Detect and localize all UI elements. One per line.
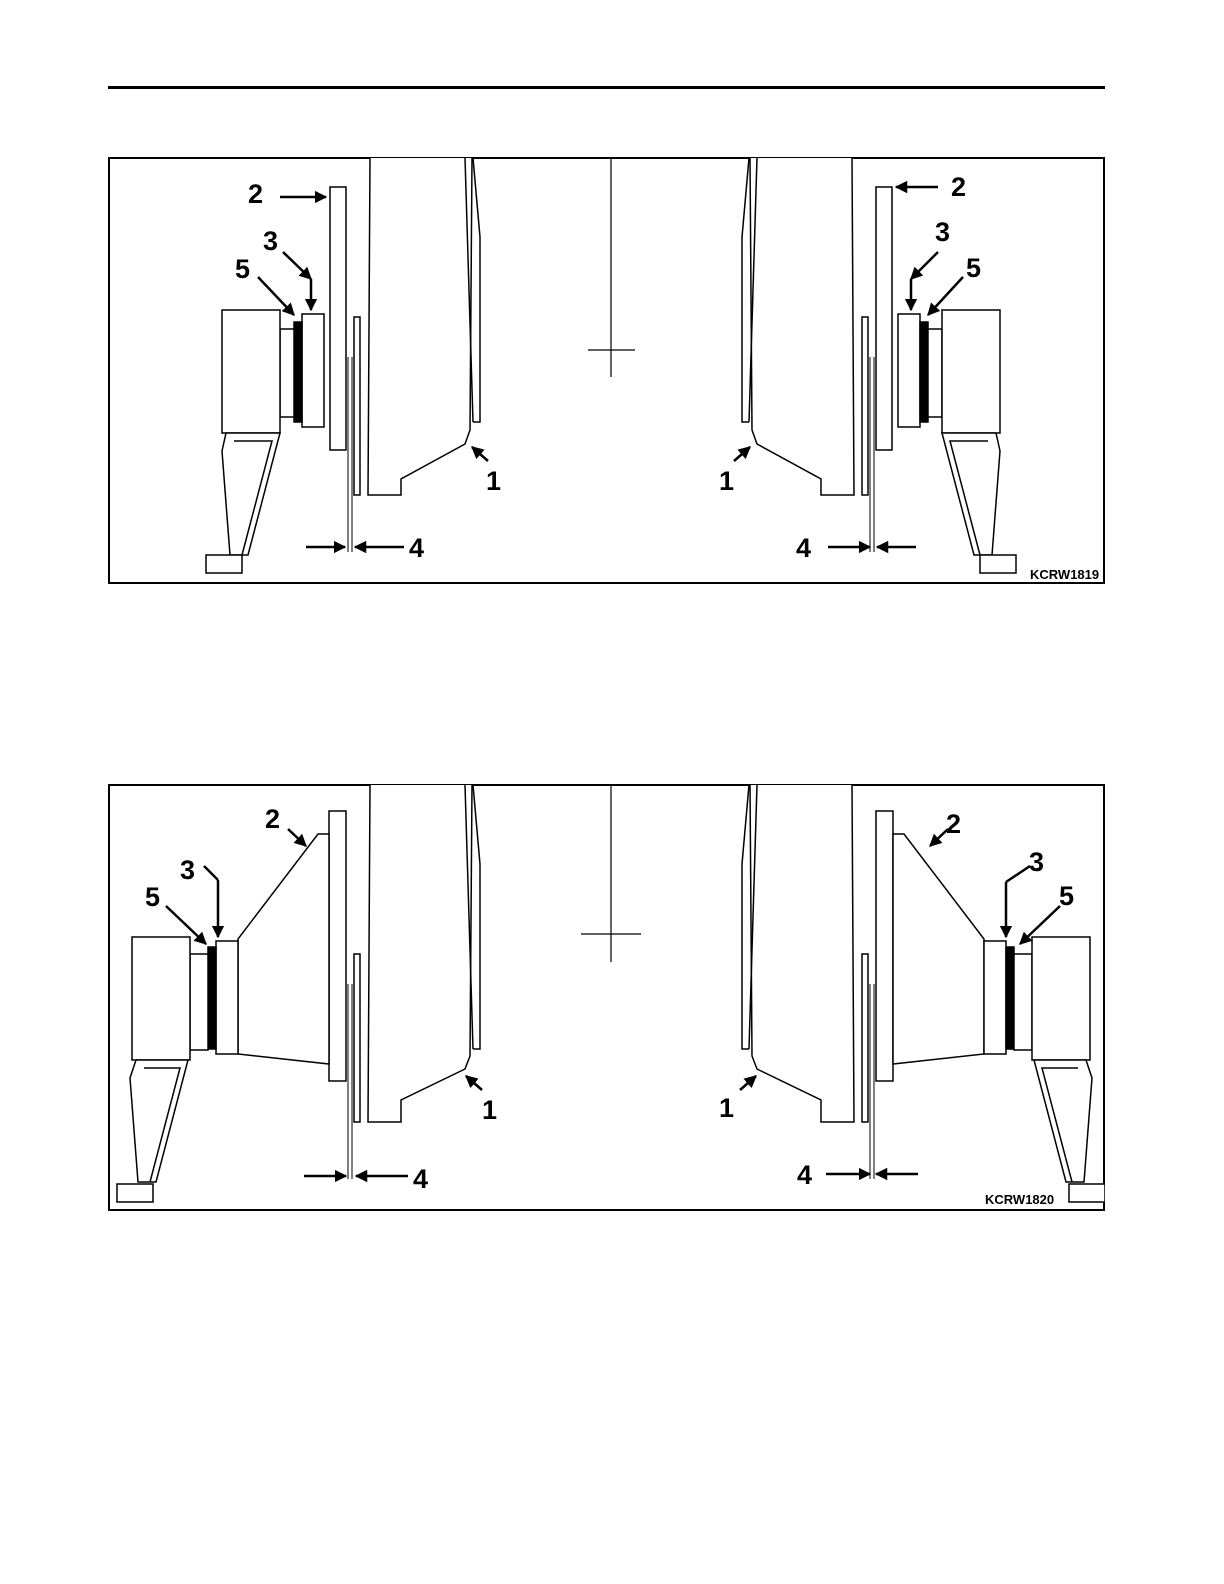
left-hub-plate bbox=[354, 954, 360, 1122]
left-bracket bbox=[222, 433, 280, 555]
diagram-kcrw1820: 2 3 5 1 4 2 3 5 1 4 KCRW1820 bbox=[108, 784, 1105, 1211]
right-brake-disc bbox=[876, 811, 893, 1081]
callout-4-left: 4 bbox=[409, 533, 424, 563]
left-brake-disc bbox=[330, 187, 346, 450]
left-spacer bbox=[190, 954, 208, 1050]
callout-5-right: 5 bbox=[966, 253, 981, 283]
callout-3-right: 3 bbox=[935, 217, 950, 247]
left-caliper bbox=[222, 310, 280, 433]
right-assembly bbox=[742, 785, 1105, 1202]
left-component-5 bbox=[294, 322, 302, 422]
left-caliper bbox=[132, 937, 190, 1060]
callout-1-left: 1 bbox=[486, 466, 501, 496]
callout-2-right: 2 bbox=[946, 809, 961, 839]
right-tire bbox=[750, 785, 855, 1122]
callout-5-left: 5 bbox=[235, 254, 250, 284]
right-caliper bbox=[1032, 937, 1090, 1060]
left-tire bbox=[367, 158, 472, 495]
left-assembly bbox=[117, 785, 480, 1202]
left-bracket bbox=[130, 1060, 188, 1182]
right-component-3 bbox=[984, 941, 1006, 1054]
left-component-3 bbox=[216, 941, 238, 1054]
figure-code: KCRW1819 bbox=[1030, 567, 1099, 582]
callout-3-left: 3 bbox=[263, 226, 278, 256]
right-brake-disc bbox=[876, 187, 892, 450]
right-bracket bbox=[942, 433, 1000, 555]
left-assembly bbox=[206, 158, 480, 573]
header-rule bbox=[108, 86, 1105, 89]
left-component-3 bbox=[302, 314, 324, 427]
callout-4-left: 4 bbox=[413, 1164, 428, 1194]
right-assembly bbox=[742, 158, 1016, 573]
callout-5-left: 5 bbox=[145, 882, 160, 912]
right-foot bbox=[1069, 1184, 1105, 1202]
left-foot bbox=[206, 555, 242, 573]
diagram-kcrw1819: 2 3 5 1 4 2 3 5 1 4 KCRW1819 bbox=[108, 157, 1105, 584]
callout-1-right: 1 bbox=[719, 1093, 734, 1123]
right-caliper bbox=[942, 310, 1000, 433]
left-foot bbox=[117, 1184, 153, 1202]
right-component-5 bbox=[1006, 947, 1014, 1049]
right-tire bbox=[750, 158, 855, 495]
figure-kcrw1820: 2 3 5 1 4 2 3 5 1 4 KCRW1820 bbox=[108, 784, 1105, 1211]
callout-5-right: 5 bbox=[1059, 881, 1074, 911]
right-component-5 bbox=[920, 322, 928, 422]
callout-1-left: 1 bbox=[482, 1095, 497, 1125]
callout-3-left: 3 bbox=[180, 855, 195, 885]
left-adapter bbox=[238, 834, 329, 1064]
callout-3-right: 3 bbox=[1029, 847, 1044, 877]
left-hub-plate bbox=[354, 317, 360, 495]
callout-4-right: 4 bbox=[797, 1160, 812, 1190]
right-hub-plate bbox=[862, 317, 868, 495]
right-adapter bbox=[893, 834, 984, 1064]
figure-kcrw1819: 2 3 5 1 4 2 3 5 1 4 KCRW1819 bbox=[108, 157, 1105, 584]
figure-code: KCRW1820 bbox=[985, 1192, 1054, 1207]
right-component-3 bbox=[898, 314, 920, 427]
callout-4-right: 4 bbox=[796, 533, 811, 563]
right-hub-plate bbox=[862, 954, 868, 1122]
callout-2-left: 2 bbox=[248, 179, 263, 209]
left-tire bbox=[367, 785, 472, 1122]
callout-2-right: 2 bbox=[951, 172, 966, 202]
callout-2-left: 2 bbox=[265, 804, 280, 834]
left-component-5 bbox=[208, 947, 216, 1049]
callout-1-right: 1 bbox=[719, 466, 734, 496]
right-foot bbox=[980, 555, 1016, 573]
left-spacer bbox=[280, 329, 294, 417]
right-bracket bbox=[1034, 1060, 1092, 1182]
left-brake-disc bbox=[329, 811, 346, 1081]
